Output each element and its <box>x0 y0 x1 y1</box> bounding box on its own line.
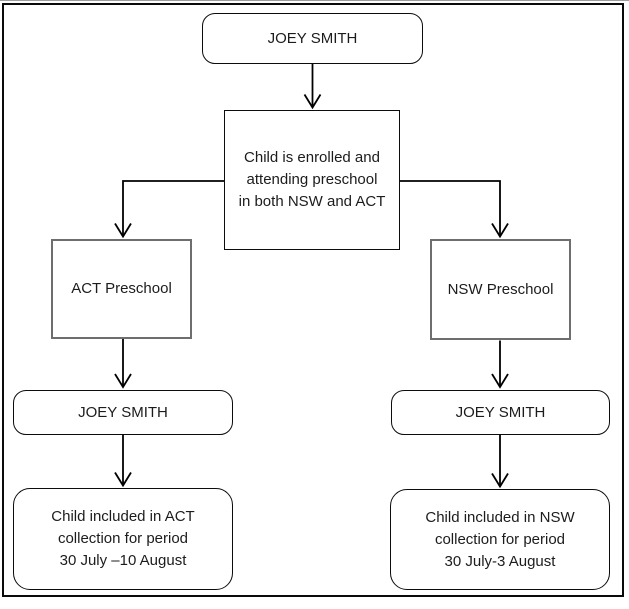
node-nsw-collection-period: Child included in NSW collection for per… <box>390 489 610 590</box>
node-child-name-top: JOEY SMITH <box>202 13 423 64</box>
node-enrolled-both-states: Child is enrolled and attending preschoo… <box>224 110 400 250</box>
node-act-collection-period: Child included in ACT collection for per… <box>13 488 233 590</box>
node-nsw-preschool: NSW Preschool <box>430 239 571 340</box>
outer-frame <box>2 3 624 597</box>
window-top-edge <box>0 0 629 1</box>
node-child-name-nsw: JOEY SMITH <box>391 390 610 435</box>
node-act-preschool: ACT Preschool <box>51 239 192 339</box>
node-child-name-act: JOEY SMITH <box>13 390 233 435</box>
